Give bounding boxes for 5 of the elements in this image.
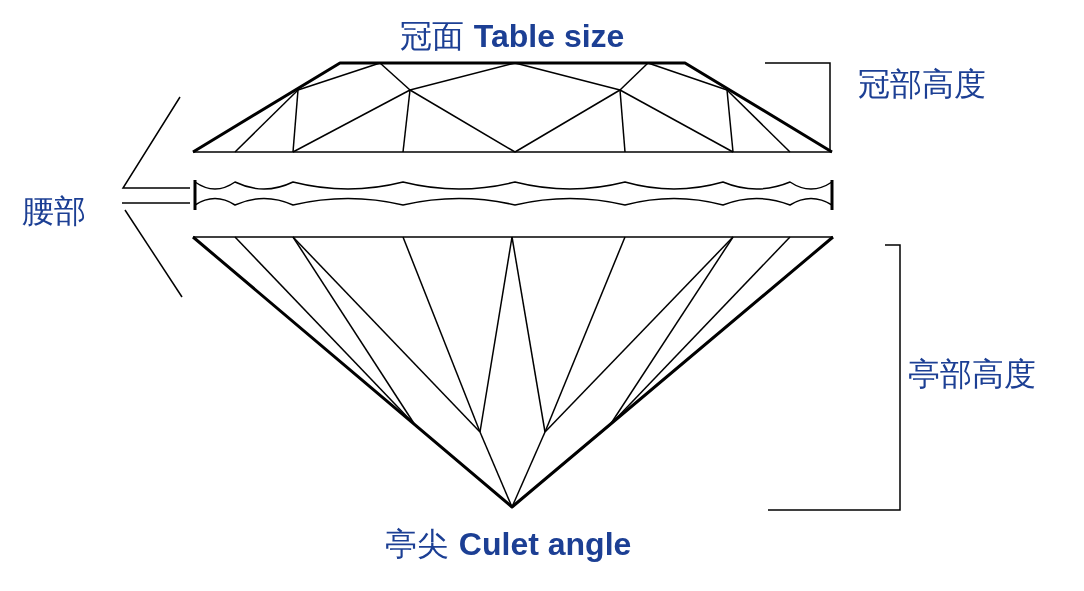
part-label: 腰部 xyxy=(22,195,86,227)
dimension-label: 亭尖 Culet angle xyxy=(384,528,632,560)
dimension-label: 冠部高度 xyxy=(858,68,986,100)
dimension-label: 亭部高度 xyxy=(908,358,1036,390)
dimension-label: 冠面 Table size xyxy=(399,20,625,52)
